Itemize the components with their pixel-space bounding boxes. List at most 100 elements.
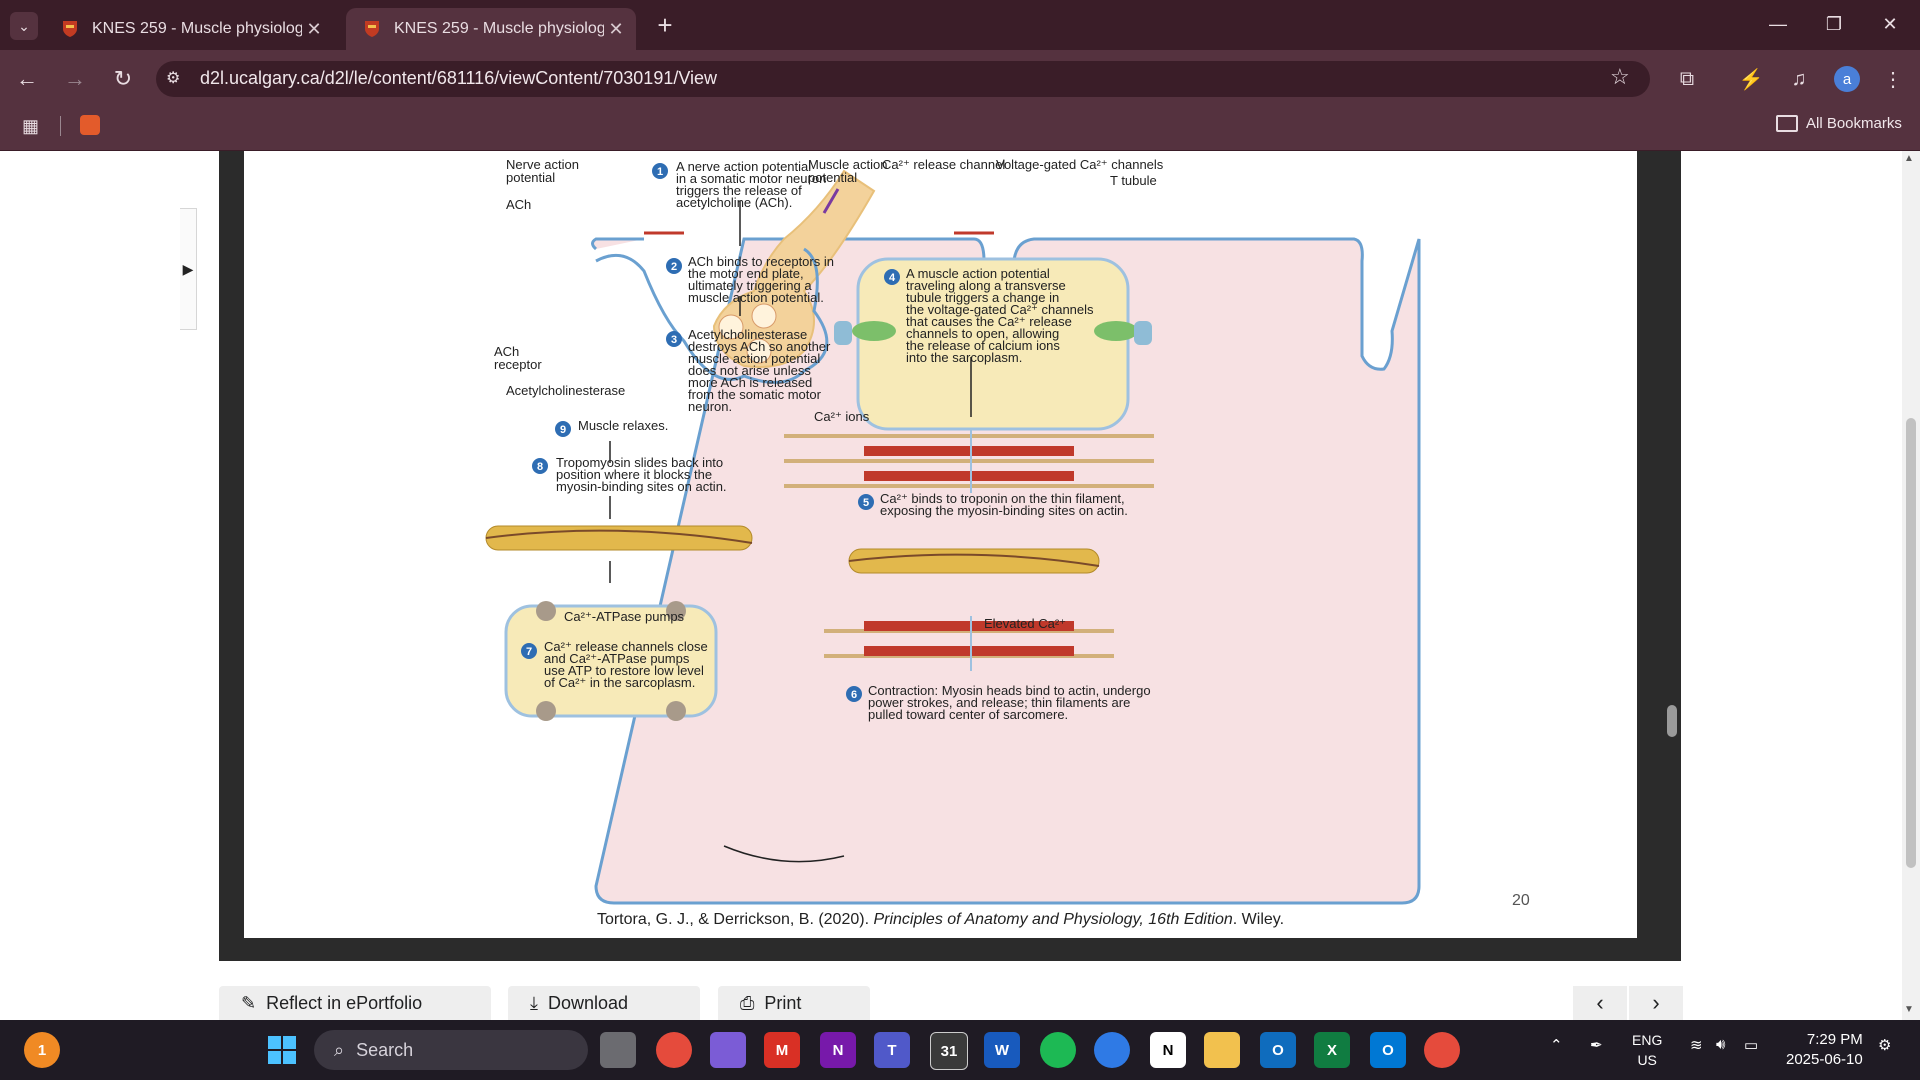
bookmark-star-icon[interactable]: ☆ (1610, 64, 1630, 89)
tab-1[interactable]: KNES 259 - Muscle physiology ✕ (44, 8, 344, 50)
outlook-icon[interactable]: O (1260, 1032, 1296, 1068)
label-elevated-ca: Elevated Ca²⁺ (984, 616, 1066, 631)
excel-icon[interactable]: X (1314, 1032, 1350, 1068)
atpase-pump (666, 601, 686, 621)
atpase-pump (536, 601, 556, 621)
svg-text:Ca²⁺ binds to troponin on the: Ca²⁺ binds to troponin on the thin filam… (880, 491, 1128, 518)
clock-date: 2025-06-10 (1786, 1051, 1863, 1068)
label-ach: ACh (506, 197, 531, 212)
previous-page-button[interactable]: ‹ (1573, 986, 1627, 1020)
viewer-scrollbar[interactable] (1663, 151, 1681, 961)
region-code: US (1637, 1052, 1657, 1068)
profile-avatar[interactable]: a (1834, 66, 1860, 92)
close-window-icon[interactable]: ✕ (1882, 13, 1898, 34)
wifi-icon[interactable]: ≋ (1690, 1037, 1703, 1054)
reflect-eportfolio-button[interactable]: ✎ Reflect in ePortfolio (219, 986, 491, 1020)
gmail-icon[interactable]: M (764, 1032, 800, 1068)
svg-text:3: 3 (671, 334, 677, 346)
chrome-icon[interactable] (656, 1032, 692, 1068)
media-controls-icon[interactable]: ♫ (1791, 67, 1807, 90)
sidebar-expand-handle[interactable]: ▶ (180, 208, 197, 330)
windows-start-icon[interactable] (264, 1032, 300, 1068)
performance-icon[interactable]: ⚡ (1738, 68, 1764, 91)
atpase-pump (666, 701, 686, 721)
restore-icon[interactable]: ❐ (1825, 13, 1843, 34)
teams-icon[interactable]: T (874, 1032, 910, 1068)
svg-text:5: 5 (863, 497, 869, 509)
pen-icon[interactable]: ✒ (1590, 1037, 1603, 1054)
scroll-up-arrow-icon[interactable]: ▲ (1904, 153, 1914, 164)
label-t-tubule: T tubule (1110, 173, 1157, 188)
svg-text:Muscle relaxes.: Muscle relaxes. (578, 418, 668, 433)
next-page-button[interactable]: › (1629, 986, 1683, 1020)
label-acetylcholinesterase: Acetylcholinesterase (506, 383, 625, 398)
notion-icon[interactable]: N (1150, 1032, 1186, 1068)
reflect-label: Reflect in ePortfolio (266, 992, 423, 1013)
thin-filament-exposed (848, 548, 1100, 574)
copilot-icon[interactable] (710, 1032, 746, 1068)
back-arrow-icon[interactable]: ← (16, 66, 38, 91)
minimize-icon[interactable]: — (1769, 13, 1787, 34)
sarcoplasmic-reticulum-top (856, 257, 1130, 431)
apps-grid-icon[interactable]: ▦ (22, 116, 40, 136)
search-icon: ⌕ (334, 1039, 345, 1060)
extensions-icon[interactable]: ⧉ (1679, 67, 1695, 90)
forward-arrow-icon[interactable]: → (64, 66, 86, 91)
synaptic-vesicle (751, 303, 777, 329)
bookmark-favicon[interactable] (80, 115, 100, 135)
tray-overflow-icon[interactable]: ⌃ (1550, 1037, 1563, 1054)
tab-search-button[interactable]: ⌄ (10, 12, 38, 40)
url-text[interactable]: d2l.ucalgary.ca/d2l/le/content/681116/vi… (200, 68, 718, 88)
outlook-new-icon[interactable]: O (1370, 1032, 1406, 1068)
chrome-active-icon[interactable] (1424, 1032, 1460, 1068)
spotify-icon[interactable] (1040, 1032, 1076, 1068)
print-button[interactable]: ⎙Print (718, 986, 870, 1020)
synaptic-vesicle (746, 338, 772, 364)
step-6: 6 Contraction: Myosin heads bind to acti… (846, 683, 1151, 722)
address-bar[interactable] (156, 61, 1650, 97)
taskbar-search[interactable]: ⌕Search (314, 1030, 588, 1070)
onenote-icon[interactable]: N (820, 1032, 856, 1068)
sarcomere-relaxed (784, 429, 1154, 493)
eportfolio-icon: ✎ (241, 992, 257, 1013)
file-explorer-icon[interactable] (1204, 1032, 1240, 1068)
all-bookmarks-button[interactable]: All Bookmarks (1776, 115, 1902, 132)
calendar-icon[interactable]: 31 (930, 1032, 968, 1070)
task-view-icon[interactable] (600, 1032, 636, 1068)
svg-text:9: 9 (560, 424, 566, 436)
svg-text:2: 2 (671, 261, 677, 273)
ca-release-channel-right (1094, 321, 1138, 341)
volume-icon[interactable]: 🔊︎ (1716, 1036, 1726, 1053)
atpase-pump (536, 701, 556, 721)
close-icon[interactable]: ✕ (608, 18, 624, 39)
download-button[interactable]: ⤓Download (508, 986, 700, 1020)
svg-text:8: 8 (537, 461, 543, 473)
tab-2-active[interactable]: KNES 259 - Muscle physiology ✕ (346, 8, 636, 50)
chevron-left-icon: ‹ (1596, 990, 1604, 1015)
new-tab-button[interactable]: + (657, 9, 673, 40)
print-label: Print (764, 992, 802, 1013)
menu-kebab-icon[interactable]: ⋮ (1883, 68, 1903, 91)
settings-gear-icon[interactable]: ⚙ (1878, 1037, 1892, 1054)
viewer-scroll-thumb[interactable] (1667, 705, 1677, 737)
close-icon[interactable]: ✕ (306, 18, 322, 39)
vpn-shield-icon[interactable] (1094, 1032, 1130, 1068)
slide-page-number: 20 (1512, 892, 1530, 909)
chevron-right-icon: › (1652, 990, 1660, 1015)
notification-badge-icon[interactable]: 1 (24, 1032, 60, 1068)
scroll-down-arrow-icon[interactable]: ▼ (1904, 1004, 1914, 1015)
word-icon[interactable]: W (984, 1032, 1020, 1068)
reload-icon[interactable]: ↻ (113, 66, 133, 91)
battery-icon[interactable]: ▭ (1744, 1037, 1759, 1054)
download-icon: ⤓ (530, 992, 538, 1013)
site-info-icon[interactable]: ⚙ (166, 70, 181, 87)
page-scroll-thumb[interactable] (1906, 418, 1916, 868)
svg-text:Contraction: Myosin heads bind: Contraction: Myosin heads bind to actin,… (868, 683, 1151, 722)
